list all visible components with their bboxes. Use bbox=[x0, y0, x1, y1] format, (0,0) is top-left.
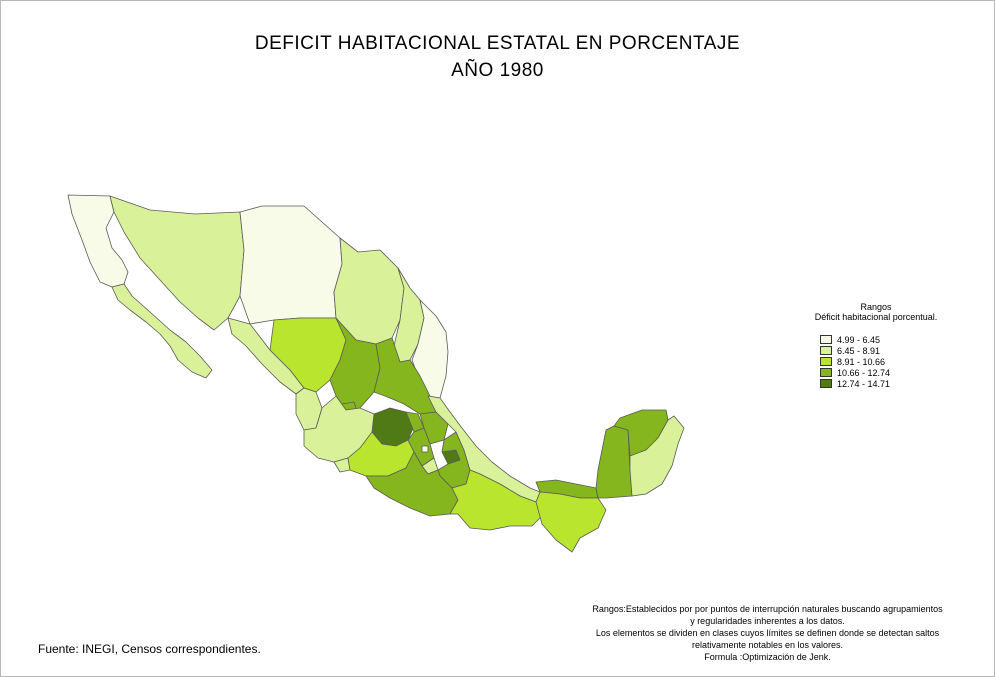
state-sonora[interactable] bbox=[109, 195, 245, 331]
state-chiapas[interactable] bbox=[535, 491, 607, 553]
legend-swatch bbox=[820, 346, 832, 355]
legend: Rangos Déficit habitacional porcentual. … bbox=[800, 302, 960, 389]
legend-label: 8.91 - 10.66 bbox=[837, 356, 886, 367]
state-distrito-federal[interactable] bbox=[421, 445, 429, 453]
state-quintana-roo[interactable] bbox=[629, 415, 685, 497]
legend-swatch bbox=[820, 368, 832, 377]
legend-label: 6.45 - 8.91 bbox=[837, 345, 881, 356]
legend-item: 8.91 - 10.66 bbox=[820, 356, 960, 367]
state-chihuahua[interactable] bbox=[239, 205, 343, 325]
state-baja-california-sur[interactable] bbox=[111, 283, 213, 379]
legend-swatch bbox=[820, 379, 832, 388]
legend-label: 12.74 - 14.71 bbox=[837, 378, 891, 389]
legend-list: 4.99 - 6.45 6.45 - 8.91 8.91 - 10.66 10.… bbox=[820, 334, 960, 389]
legend-title: Rangos bbox=[860, 302, 892, 312]
state-baja-california[interactable] bbox=[67, 194, 129, 288]
legend-item: 4.99 - 6.45 bbox=[820, 334, 960, 345]
legend-item: 12.74 - 14.71 bbox=[820, 378, 960, 389]
map-subtitle: AÑO 1980 bbox=[451, 60, 544, 81]
legend-swatch bbox=[820, 357, 832, 366]
note-line: Rangos:Establecidos por por puntos de in… bbox=[592, 604, 943, 614]
legend-label: 4.99 - 6.45 bbox=[837, 334, 881, 345]
legend-swatch bbox=[820, 335, 832, 344]
state-campeche[interactable] bbox=[595, 425, 633, 499]
legend-item: 10.66 - 12.74 bbox=[820, 367, 960, 378]
note-line: relativamente notables en los valores. bbox=[691, 640, 844, 650]
note-line: y regularidades inherentes a los datos. bbox=[690, 616, 845, 626]
legend-item: 6.45 - 8.91 bbox=[820, 345, 960, 356]
methodology-notes: Rangos:Establecidos por por puntos de in… bbox=[540, 603, 995, 663]
legend-label: 10.66 - 12.74 bbox=[837, 367, 891, 378]
legend-subtitle: Déficit habitacional porcentual. bbox=[814, 312, 938, 322]
note-line: Formula :Optimización de Jenk. bbox=[704, 652, 831, 662]
note-line: Los elementos se dividen en clases cuyos… bbox=[595, 628, 940, 638]
state-oaxaca[interactable] bbox=[449, 469, 543, 531]
state-guerrero[interactable] bbox=[365, 451, 459, 517]
map-title: DEFICIT HABITACIONAL ESTATAL EN PORCENTA… bbox=[254, 33, 741, 54]
source-note: Fuente: INEGI, Censos correspondientes. bbox=[38, 642, 261, 656]
